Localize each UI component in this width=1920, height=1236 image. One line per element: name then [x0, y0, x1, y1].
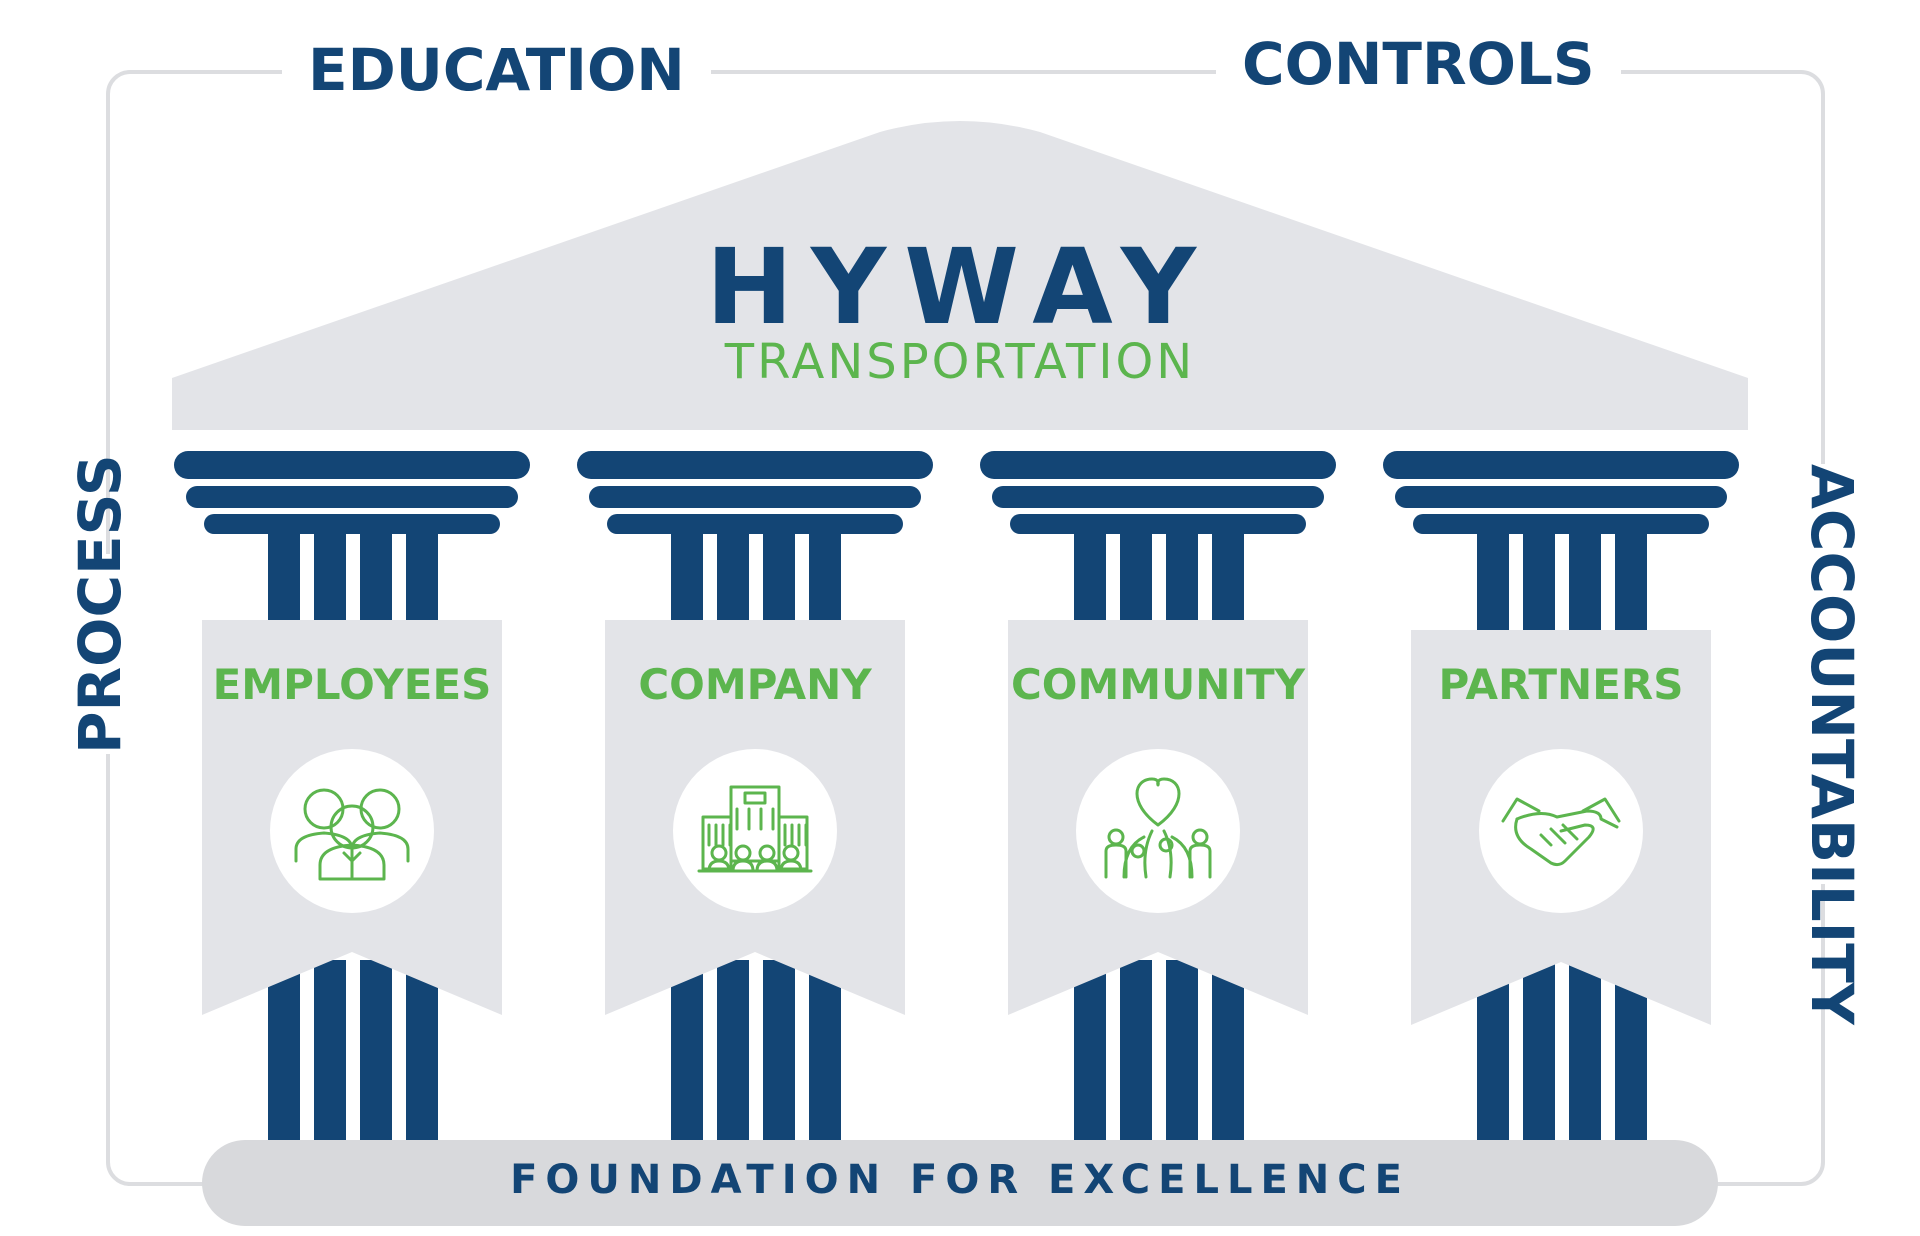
- foundation-label: FOUNDATION FOR EXCELLENCE: [510, 1157, 1410, 1203]
- icon-circle: [270, 749, 434, 913]
- icon-circle: [673, 749, 837, 913]
- column-flute-bottom: [1523, 960, 1555, 1142]
- column-flute-bottom: [268, 960, 300, 1142]
- lower-hand: [1514, 817, 1595, 867]
- heart: [1135, 777, 1181, 827]
- handshake-icon: [1501, 797, 1621, 867]
- foundation-bar: [202, 1140, 1718, 1226]
- capital-middle: [589, 486, 921, 508]
- column-flute-bottom: [671, 960, 703, 1142]
- brand-subtitle: TRANSPORTATION: [724, 334, 1196, 390]
- windows: [721, 807, 801, 847]
- column-flute-top: [1477, 532, 1509, 642]
- pillar-label-company: COMPANY: [638, 660, 872, 709]
- crowd-body: [707, 859, 731, 873]
- column-flute-top: [1615, 532, 1647, 642]
- crowd-body: [731, 859, 755, 873]
- pillar-label-partners: PARTNERS: [1438, 660, 1684, 709]
- icon-circle: [1076, 749, 1240, 913]
- office-building-icon: [697, 785, 813, 873]
- capital-top: [577, 451, 933, 479]
- column-flute-bottom: [809, 960, 841, 1142]
- column-flute-bottom: [314, 960, 346, 1142]
- process-label: PROCESS: [66, 454, 134, 754]
- upper-hand: [1515, 809, 1619, 829]
- column-flute-bottom: [1074, 960, 1106, 1142]
- capital-middle: [992, 486, 1324, 508]
- pillar-company: [577, 451, 933, 1142]
- column-flute-bottom: [406, 960, 438, 1142]
- windows: [707, 807, 787, 847]
- pillar-employees: [174, 451, 530, 1142]
- capital-bottom: [1413, 514, 1709, 534]
- pillar-label-community: COMMUNITY: [1010, 660, 1306, 709]
- pillar-community: [980, 451, 1336, 1142]
- people-group-icon: [294, 788, 410, 881]
- windows: [728, 807, 808, 847]
- accountability-label: ACCOUNTABILITY: [1798, 464, 1866, 1025]
- pillar-label-employees: EMPLOYEES: [212, 660, 492, 709]
- controls-label: CONTROLS: [1216, 30, 1621, 98]
- pillars-layer: [174, 451, 1739, 1142]
- child-head: [1130, 843, 1146, 859]
- person-body: [1104, 843, 1128, 879]
- column-flute-bottom: [1212, 960, 1244, 1142]
- column-flute-bottom: [763, 960, 795, 1142]
- brand-title: HYWAY: [705, 226, 1215, 348]
- capital-middle: [1395, 486, 1727, 508]
- fingers: [1539, 823, 1579, 847]
- person-body: [318, 843, 386, 881]
- roof: [172, 121, 1748, 430]
- capital-bottom: [204, 514, 500, 534]
- sign: [743, 791, 767, 805]
- capital-middle: [186, 486, 518, 508]
- capital-top: [980, 451, 1336, 479]
- crowd-body: [755, 859, 779, 873]
- person-head: [329, 804, 375, 850]
- capital-bottom: [607, 514, 903, 534]
- column-flute-top: [1569, 532, 1601, 642]
- capital-top: [1383, 451, 1739, 479]
- column-flute-top: [1523, 532, 1555, 642]
- child-head: [1158, 837, 1174, 853]
- capital-bottom: [1010, 514, 1306, 534]
- community-heart-icon: [1104, 777, 1212, 879]
- column-flute-bottom: [1166, 960, 1198, 1142]
- windows: [714, 807, 794, 847]
- crowd-body: [779, 859, 803, 873]
- column-flute-bottom: [1569, 960, 1601, 1142]
- column-flute-bottom: [717, 960, 749, 1142]
- raised-arms: [1122, 829, 1194, 879]
- capital-top: [174, 451, 530, 479]
- tie: [342, 849, 362, 879]
- person-body: [1188, 843, 1212, 879]
- column-flute-bottom: [360, 960, 392, 1142]
- education-label: EDUCATION: [282, 36, 711, 104]
- column-flute-bottom: [1120, 960, 1152, 1142]
- cuffs: [1501, 797, 1621, 823]
- pillar-partners: [1383, 451, 1739, 1142]
